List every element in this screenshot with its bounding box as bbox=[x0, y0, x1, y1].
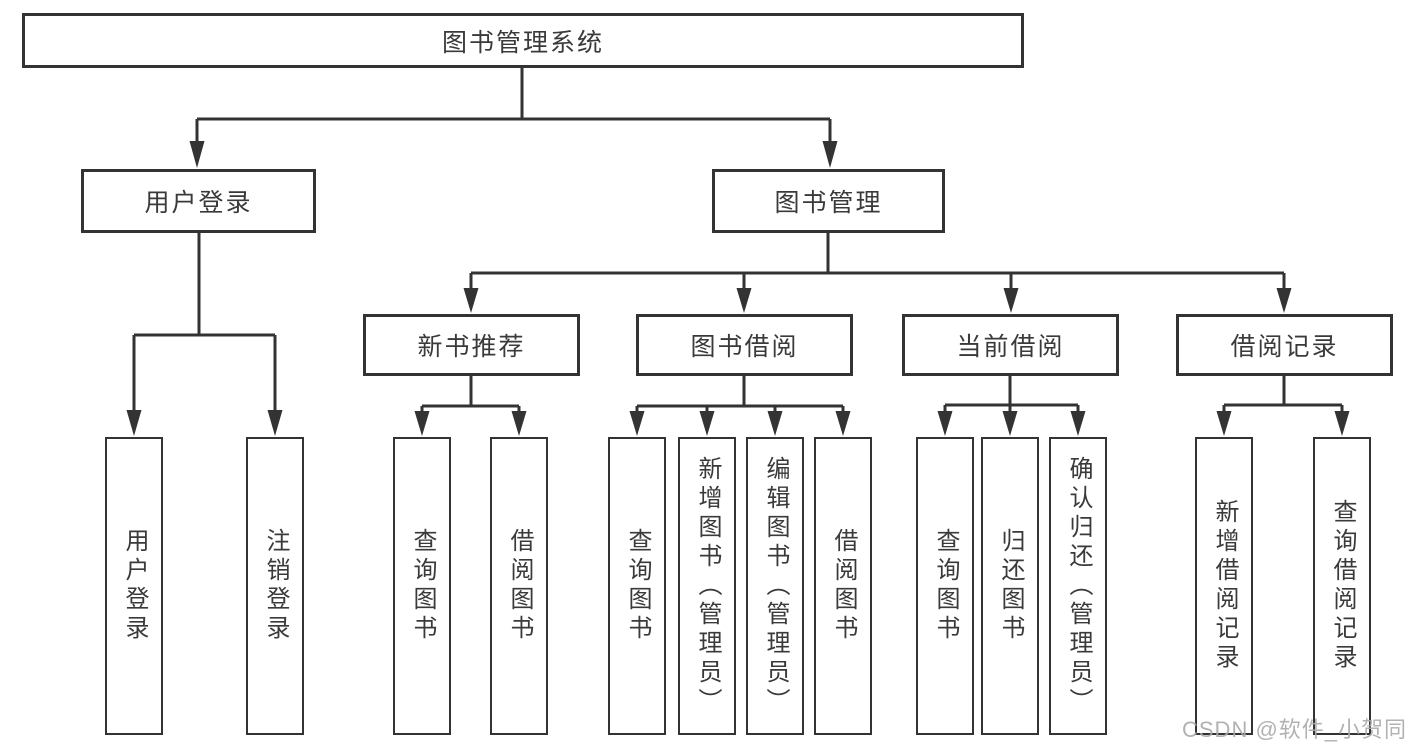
leaf-query-books-recommend: 查询图书 bbox=[393, 437, 451, 735]
leaf-label: 新增借阅记录 bbox=[1211, 499, 1238, 673]
leaf-logout: 注销登录 bbox=[246, 437, 304, 735]
leaf-confirm-return-admin: 确认归还（管理员） bbox=[1049, 437, 1107, 735]
node-new-book-recommend: 新书推荐 bbox=[363, 314, 580, 376]
leaf-label: 归还图书 bbox=[997, 528, 1024, 644]
leaf-user-login: 用户登录 bbox=[105, 437, 163, 735]
leaf-label: 查询图书 bbox=[624, 528, 651, 644]
leaf-query-books-current: 查询图书 bbox=[916, 437, 974, 735]
leaf-label: 查询图书 bbox=[409, 528, 436, 644]
csdn-watermark: CSDN @软件_小贺同学 bbox=[1182, 717, 1405, 742]
leaf-label: 借阅图书 bbox=[506, 528, 533, 644]
node-borrow-records: 借阅记录 bbox=[1176, 314, 1393, 376]
leaf-add-books-admin: 新增图书（管理员） bbox=[678, 437, 736, 735]
leaf-label: 用户登录 bbox=[121, 528, 148, 644]
node-library-management-system: 图书管理系统 bbox=[22, 13, 1024, 68]
leaf-query-borrow-record: 查询借阅记录 bbox=[1313, 437, 1371, 735]
leaf-label: 注销登录 bbox=[262, 528, 289, 644]
node-user-login: 用户登录 bbox=[81, 169, 316, 233]
leaf-label: 借阅图书 bbox=[830, 528, 857, 644]
arrowheads bbox=[126, 141, 1350, 436]
leaf-label: 查询图书 bbox=[932, 528, 959, 644]
leaf-label: 确认归还（管理员） bbox=[1065, 455, 1092, 717]
leaf-return-books: 归还图书 bbox=[981, 437, 1039, 735]
leaf-add-borrow-record: 新增借阅记录 bbox=[1195, 437, 1253, 735]
leaf-edit-books-admin: 编辑图书（管理员） bbox=[746, 437, 804, 735]
node-book-borrow: 图书借阅 bbox=[636, 314, 853, 376]
leaf-label: 查询借阅记录 bbox=[1329, 499, 1356, 673]
leaf-query-books-borrow: 查询图书 bbox=[608, 437, 666, 735]
leaf-borrow-books-recommend: 借阅图书 bbox=[490, 437, 548, 735]
node-book-management: 图书管理 bbox=[712, 169, 945, 233]
leaf-label: 编辑图书（管理员） bbox=[762, 455, 789, 717]
leaf-label: 新增图书（管理员） bbox=[694, 455, 721, 717]
node-current-borrow: 当前借阅 bbox=[902, 314, 1119, 376]
leaf-borrow-books: 借阅图书 bbox=[814, 437, 872, 735]
